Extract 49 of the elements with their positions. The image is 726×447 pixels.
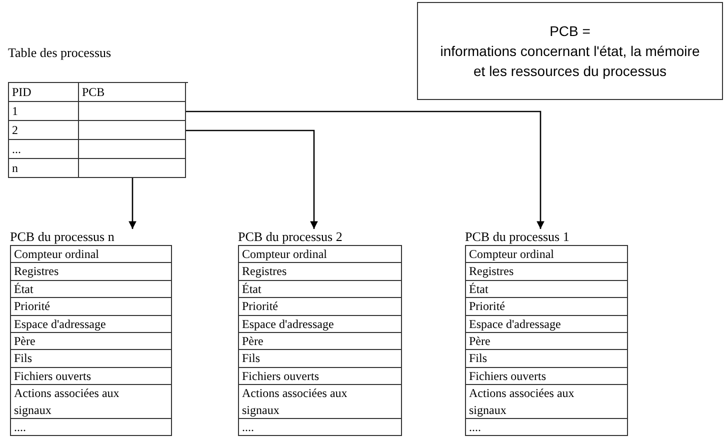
field-row: Espace d'adressage [466,316,627,334]
table-cell: n [9,159,79,178]
field-row: Fichiers ouverts [466,368,627,386]
field-row: Registres [11,263,171,281]
field-row: Père [466,333,627,350]
field-row: Espace d'adressage [11,316,171,334]
field-row: Fils [466,350,627,368]
field-row: Priorité [239,298,401,316]
field-row: Registres [239,263,401,281]
arrow [186,110,544,229]
empty-cell [79,121,186,140]
pcb-title: PCB du processus 1 [465,229,570,245]
pcb-title: PCB du processus n [10,229,116,245]
note-text: informations concernant l'état, la mémoire et les ressources du processus [439,42,701,81]
field-row: Fils [239,350,401,368]
field-row: Actions associées aux signaux [11,385,171,420]
field-row: État [466,280,627,298]
field-row: Père [239,333,401,350]
table-cell: PID [9,83,79,102]
table-title: Table des processus [8,45,112,61]
field-row: Espace d'adressage [239,316,401,334]
field-row: Père [11,333,171,350]
field-row: État [11,280,171,298]
table-cell: 1 [9,102,79,121]
field-row: Fichiers ouverts [11,368,171,386]
table-cell: PCB [79,83,186,102]
field-row: Priorité [11,298,171,316]
field-row: Priorité [466,298,627,316]
arrow [128,178,136,229]
field-row: Compteur ordinal [239,246,401,264]
table-cell: ... [9,140,79,159]
empty-cell [79,140,186,159]
field-row: .... [11,419,171,436]
note-heading: PCB = [550,22,590,41]
arrow [186,130,318,229]
empty-cell [79,102,186,121]
empty-cell [79,159,186,178]
field-row: Actions associées aux signaux [466,385,627,420]
field-row: Compteur ordinal [11,246,171,264]
field-row: État [239,280,401,298]
field-row: .... [466,419,627,436]
field-row: .... [239,419,401,436]
field-row: Compteur ordinal [466,246,627,264]
field-row: Fichiers ouverts [239,368,401,386]
table-cell: 2 [9,121,79,140]
field-row: Actions associées aux signaux [239,385,401,420]
field-row: Registres [466,263,627,281]
field-row: Fils [11,350,171,368]
pcb-title: PCB du processus 2 [238,229,344,245]
